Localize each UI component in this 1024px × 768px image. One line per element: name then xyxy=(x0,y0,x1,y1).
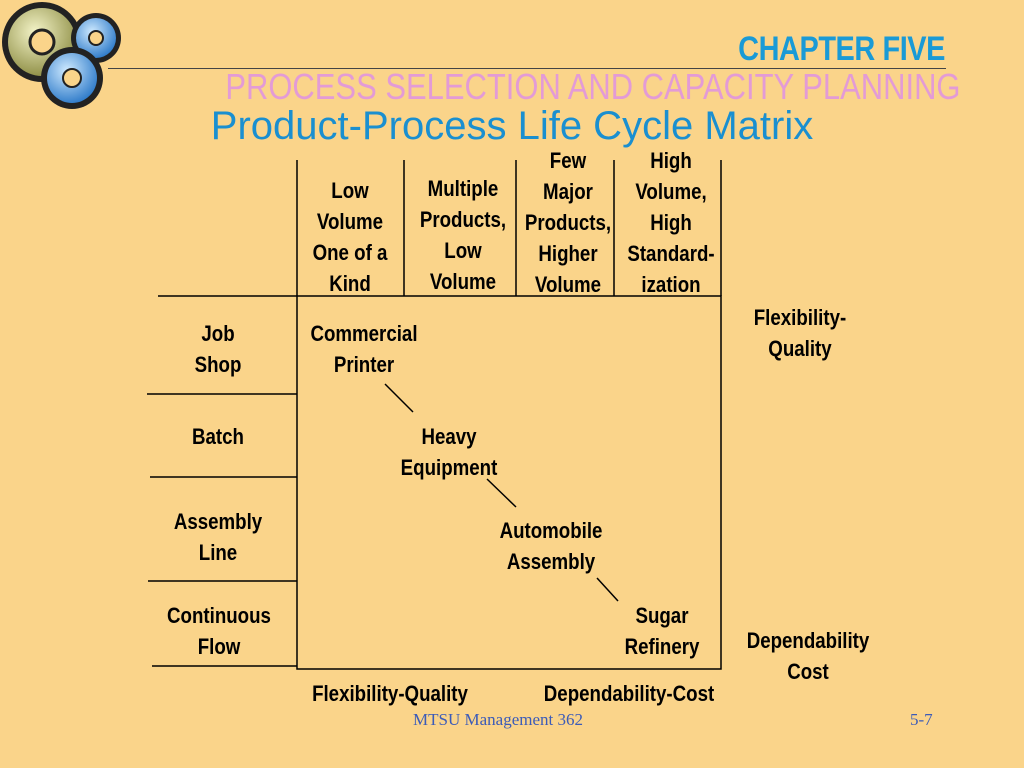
row-header-line: Job xyxy=(201,321,235,346)
row-header-line: Flow xyxy=(197,634,241,659)
cell-line: Sugar xyxy=(635,603,689,628)
column-header-line: Volume xyxy=(429,269,497,294)
cell-commercial-printer: Commercial Printer xyxy=(305,318,424,380)
column-header-line: Low xyxy=(331,178,369,203)
column-header-line: Higher xyxy=(538,241,598,266)
column-header-line: One of a xyxy=(312,240,388,265)
matrix-box xyxy=(296,295,722,670)
footer-course: MTSU Management 362 xyxy=(413,710,583,729)
row-header-line: Line xyxy=(198,540,238,565)
row-header-line: Assembly xyxy=(173,509,263,534)
row-header-line: Shop xyxy=(194,352,242,377)
column-header-line: High xyxy=(650,148,692,173)
gear-blue-bottom-icon xyxy=(41,47,103,109)
cell-line: Commercial xyxy=(310,321,418,346)
bottom-label-flexibility-quality: Flexibility-Quality xyxy=(312,681,468,706)
diagonal-connector xyxy=(486,478,517,508)
column-header-line: Standard- xyxy=(627,241,715,266)
right-label-line: Cost xyxy=(787,659,829,684)
subtitle: PROCESS SELECTION AND CAPACITY PLANNING xyxy=(225,66,961,107)
cell-heavy-equipment: Heavy Equipment xyxy=(389,421,510,483)
chapter-heading: CHAPTER FIVE xyxy=(738,30,945,68)
column-header-line: Multiple xyxy=(427,176,499,201)
cell-line: Refinery xyxy=(624,634,700,659)
right-label-line: Dependability xyxy=(746,628,870,653)
column-header-line: Products, xyxy=(419,207,507,232)
row-header-assembly-line: Assembly Line xyxy=(159,506,278,568)
right-label-dependability-cost: Dependability Cost xyxy=(740,625,876,687)
column-header-line: Products, xyxy=(524,210,612,235)
column-header-line: Kind xyxy=(329,271,371,296)
column-header-low-volume: Low Volume One of a Kind xyxy=(308,175,393,299)
column-header-line: Few xyxy=(549,148,587,173)
row-header-line: Batch xyxy=(192,424,244,449)
row-header-line: Continuous xyxy=(167,603,271,628)
gears-logo xyxy=(2,2,121,109)
page-title: Product-Process Life Cycle Matrix xyxy=(210,104,814,148)
diagonal-connector xyxy=(596,577,619,602)
subtitle-rule xyxy=(108,68,946,69)
column-header-line: ization xyxy=(641,272,701,297)
cell-line: Assembly xyxy=(506,549,596,574)
column-header-line: Volume xyxy=(316,209,384,234)
row-header-job-shop: Job Shop xyxy=(167,318,269,380)
row-header-continuous-flow: Continuous Flow xyxy=(157,600,281,662)
cell-sugar-refinery: Sugar Refinery xyxy=(611,600,713,662)
cell-line: Automobile xyxy=(499,518,603,543)
column-header-few-major-products: Few Major Products, Higher Volume xyxy=(524,145,612,300)
column-header-line: Major xyxy=(543,179,593,204)
bottom-label-dependability-cost: Dependability-Cost xyxy=(543,681,715,706)
right-label-line: Quality xyxy=(768,336,832,361)
diagonal-connector xyxy=(384,383,414,413)
footer-page-number: 5-7 xyxy=(910,710,933,729)
column-header-line: Volume xyxy=(534,272,602,297)
row-header-batch: Batch xyxy=(167,421,269,452)
column-header-line: Volume, xyxy=(635,179,707,204)
column-header-multiple-products: Multiple Products, Low Volume xyxy=(415,173,510,297)
gear-blue-top-icon xyxy=(71,13,121,63)
cell-automobile-assembly: Automobile Assembly xyxy=(491,515,612,577)
column-header-line: High xyxy=(650,210,692,235)
cell-line: Heavy xyxy=(421,424,477,449)
right-label-flexibility-quality: Flexibility- Quality xyxy=(741,302,860,364)
cell-line: Printer xyxy=(333,352,395,377)
right-label-line: Flexibility- xyxy=(753,305,847,330)
column-header-high-volume: High Volume, High Standard- ization xyxy=(624,145,718,300)
cell-line: Equipment xyxy=(400,455,498,480)
column-header-line: Low xyxy=(444,238,482,263)
